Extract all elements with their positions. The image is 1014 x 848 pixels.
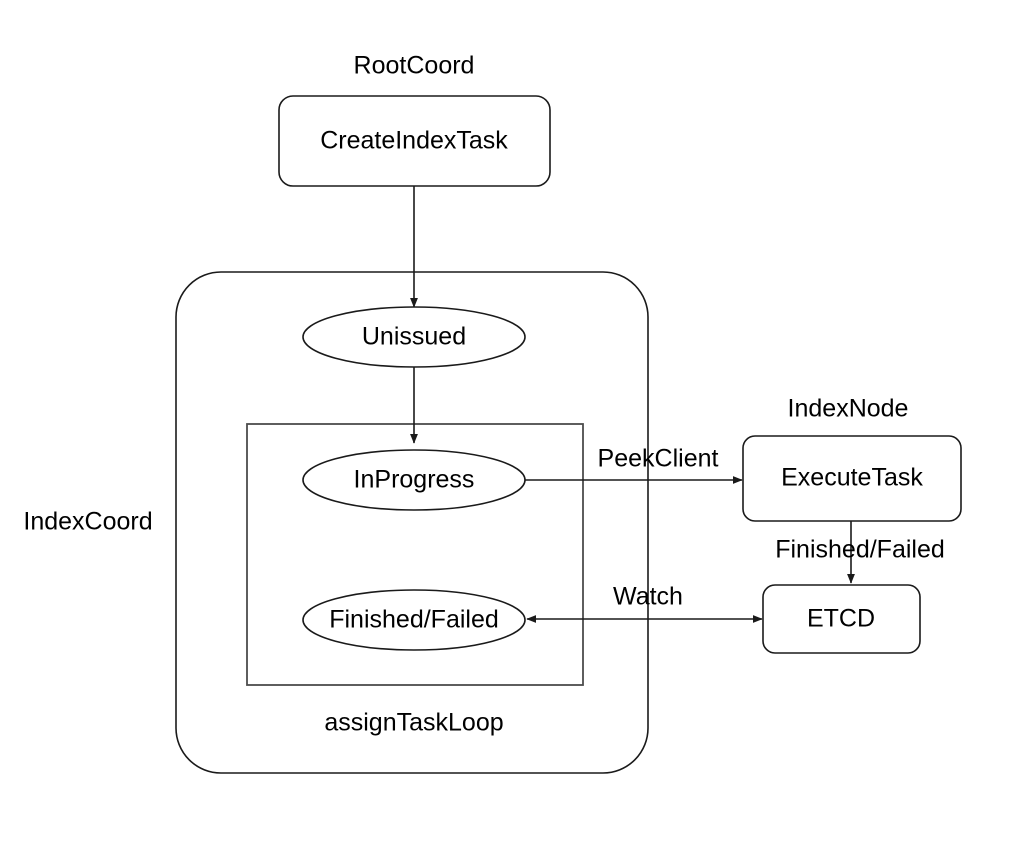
node-etcd[interactable]: ETCD [762, 584, 921, 654]
finished-failed-text: Finished/Failed [329, 606, 499, 634]
node-create-index-task[interactable]: CreateIndexTask [278, 95, 551, 187]
node-execute-task[interactable]: ExecuteTask [742, 435, 962, 522]
node-in-progress[interactable]: InProgress [302, 449, 526, 511]
edge-label-finished-failed: Finished/Failed [775, 536, 945, 564]
unissued-text: Unissued [362, 323, 466, 351]
create-index-task-text: CreateIndexTask [320, 127, 508, 155]
etcd-text: ETCD [807, 605, 875, 633]
in-progress-text: InProgress [354, 466, 475, 494]
execute-task-box[interactable] [742, 435, 962, 522]
assign-task-loop-label: assignTaskLoop [324, 709, 503, 737]
edge-label-watch: Watch [613, 583, 683, 611]
root-coord-label: RootCoord [354, 52, 475, 80]
finished-failed-ellipse[interactable] [302, 589, 526, 651]
unissued-ellipse[interactable] [302, 306, 526, 368]
etcd-box[interactable] [762, 584, 921, 654]
create-index-task-box[interactable] [278, 95, 551, 187]
index-node-label: IndexNode [788, 395, 909, 423]
in-progress-ellipse[interactable] [302, 449, 526, 511]
node-finished-failed-state[interactable]: Finished/Failed [302, 589, 526, 651]
index-coord-label: IndexCoord [23, 508, 152, 536]
execute-task-text: ExecuteTask [781, 464, 923, 492]
assign-task-loop-box [246, 423, 584, 686]
node-unissued[interactable]: Unissued [302, 306, 526, 368]
edge-label-peek-client: PeekClient [598, 445, 719, 473]
index-coord-container [175, 271, 649, 774]
